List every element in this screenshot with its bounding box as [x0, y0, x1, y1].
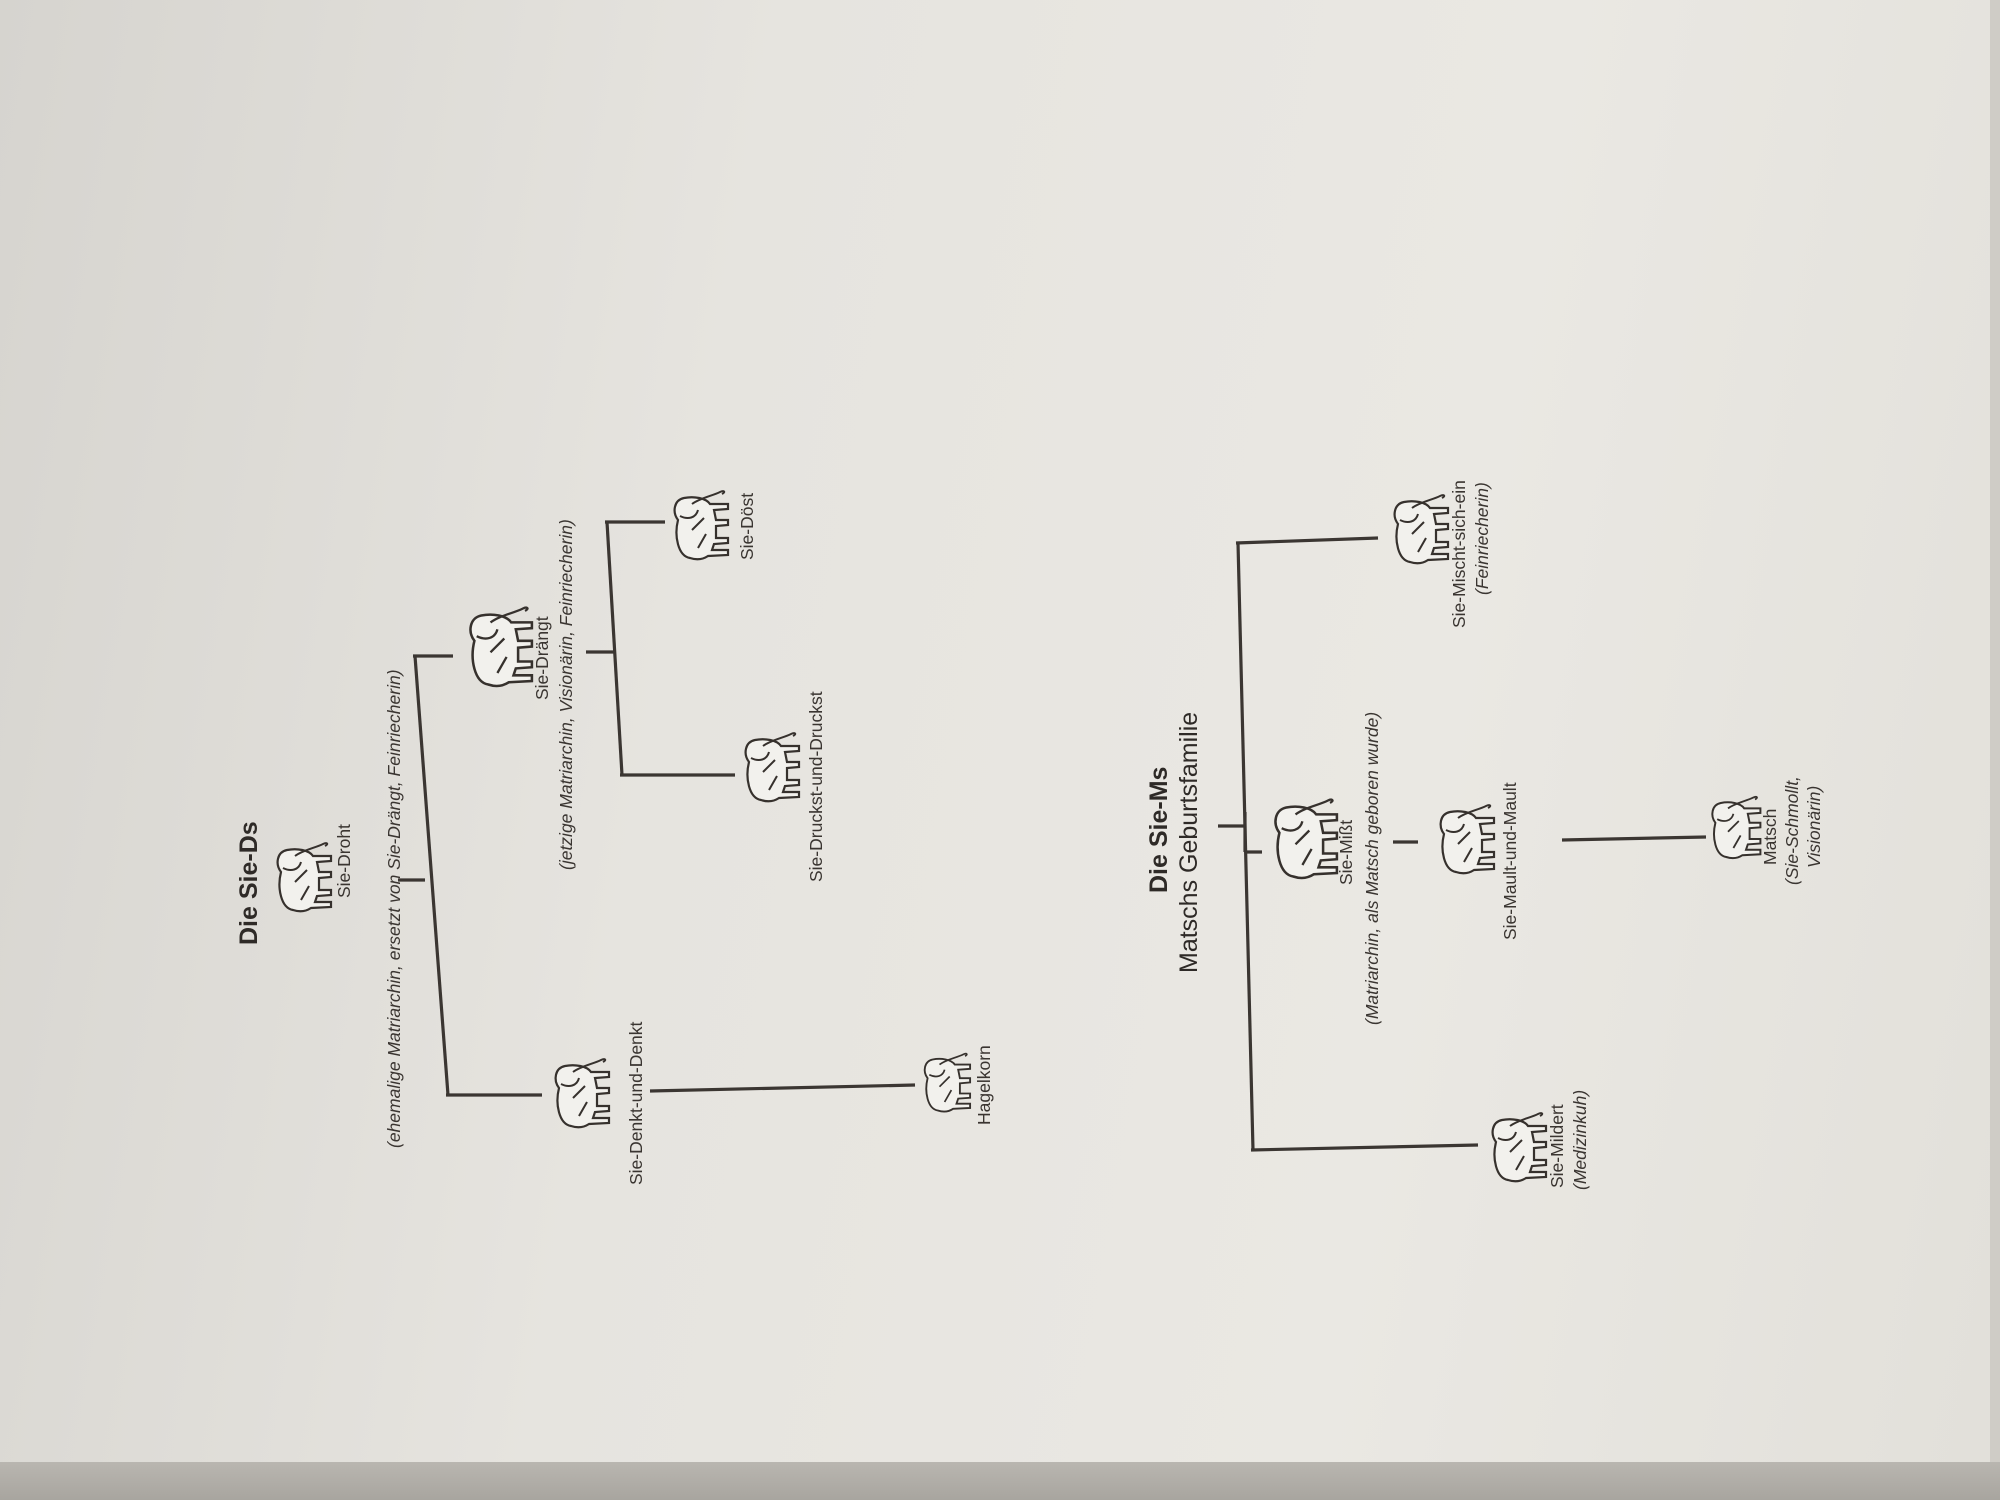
- member-note: Visionärin): [1804, 786, 1824, 868]
- elephant-icon: [1491, 1112, 1548, 1183]
- elephant-icon: [673, 490, 730, 561]
- connector-line: [1236, 542, 1255, 1151]
- member-name: Hagelkorn: [974, 1045, 994, 1125]
- member-name: Sie-Druckst-und-Druckst: [806, 691, 826, 882]
- connector-line: [413, 655, 450, 1096]
- elephant-icon: [1274, 798, 1339, 880]
- elephant-icon: [744, 732, 801, 803]
- family-title-sie-ms: Die Sie-Ms: [1145, 767, 1173, 893]
- member-name: Sie-Denkt-und-Denkt: [626, 1021, 646, 1185]
- member-note: (jetzige Matriarchin, Visionärin, Feinri…: [556, 519, 576, 870]
- connector-line: [649, 1083, 916, 1093]
- member-note: (Feinriecherin): [1472, 482, 1492, 595]
- elephant-filled-icon: [923, 1052, 972, 1113]
- family-title-sie-ds: Die Sie-Ds: [235, 821, 263, 945]
- page-edge-shadow: [0, 1462, 2000, 1500]
- elephant-icon: [469, 606, 534, 688]
- family-subtitle: Matschs Geburtsfamilie: [1175, 712, 1203, 973]
- member-note: (Medizinkuh): [1570, 1090, 1590, 1190]
- member-name: Sie-Mildert: [1547, 1104, 1567, 1188]
- member-name: Sie-Drängt: [532, 616, 552, 700]
- member-name: Sie-Mault-und-Mault: [1500, 782, 1520, 940]
- member-name: Sie-Mischt-sich-ein: [1449, 480, 1469, 628]
- elephant-icon: [1711, 795, 1762, 860]
- elephant-icon: [554, 1058, 611, 1129]
- member-note: (Matriarchin, als Matsch geboren wurde): [1362, 712, 1382, 1025]
- connector-line: [1235, 536, 1379, 545]
- member-note: (Sie-Schmollt,: [1782, 776, 1802, 885]
- member-name: Matsch: [1760, 809, 1780, 865]
- elephant-icon: [1393, 494, 1450, 565]
- member-name: Sie-Döst: [737, 493, 757, 560]
- member-name: Sie-Mißt: [1336, 820, 1356, 885]
- elephant-icon: [276, 842, 333, 913]
- connector-line: [1250, 1143, 1479, 1152]
- book-page: [0, 0, 1990, 1462]
- member-name: Sie-Droht: [334, 824, 354, 898]
- connector-line: [1561, 835, 1707, 842]
- elephant-icon: [1439, 804, 1496, 875]
- connector-line: [605, 521, 624, 776]
- member-note: (ehemalige Matriarchin, ersetzt von Sie-…: [384, 669, 404, 1148]
